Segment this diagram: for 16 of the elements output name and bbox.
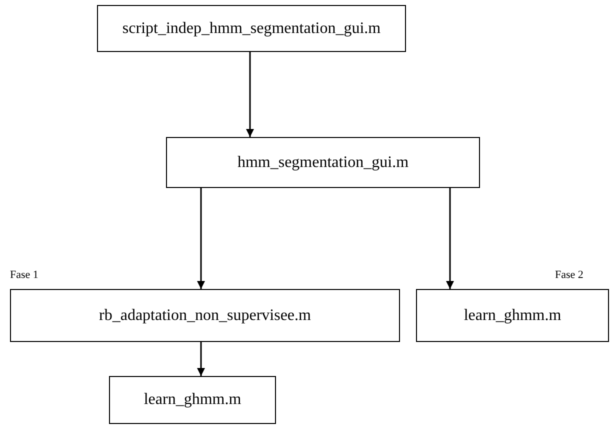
arrow (197, 342, 205, 376)
file-name: hmm_segmentation_gui.m (237, 152, 409, 172)
process-box (109, 376, 276, 424)
process-box (166, 137, 480, 188)
process-box (416, 289, 609, 342)
file-name: rb_adaptation_non_supervisee.m (99, 306, 311, 326)
file-name: script_indep_hmm_segmentation_gui.m (122, 18, 381, 38)
arrow (197, 188, 205, 289)
phase-label: Fase 2 (555, 270, 584, 281)
phase-label: Fase 1 (10, 270, 38, 281)
arrow (446, 188, 454, 289)
file-name: learn_ghmm.m (144, 390, 242, 410)
process-box (97, 5, 406, 52)
arrow (246, 52, 254, 137)
process-box (10, 289, 400, 342)
file-name: learn_ghmm.m (464, 306, 562, 326)
